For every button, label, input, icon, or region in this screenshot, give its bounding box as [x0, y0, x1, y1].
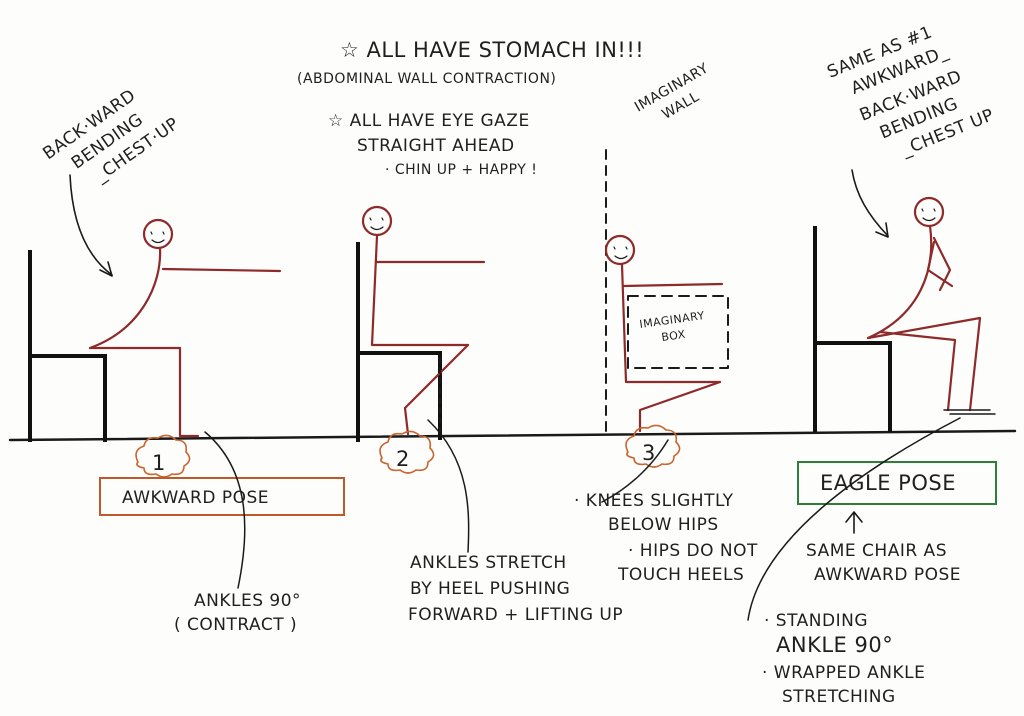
ankles-stretch-line-2: BY HEEL PUSHING: [410, 579, 570, 599]
ankles-90-line-2: ( CONTRACT ): [174, 615, 297, 635]
knees-line-3: · HIPS DO NOT: [628, 541, 758, 561]
ankles-stretch-line-3: FORWARD + LIFTING UP: [408, 605, 623, 625]
right-note-arrow: [851, 169, 889, 237]
figure-1: [88, 218, 282, 438]
backward-bending-note: BACK·WARD BENDING _CHEST·UP: [39, 86, 183, 187]
awkward-pose-box: [99, 477, 345, 516]
cloud-shape: [625, 424, 681, 468]
header-line-2: (ABDOMINAL WALL CONTRACTION): [297, 71, 556, 87]
chair-2: [356, 242, 442, 442]
ankles-90-note: ANKLES 90° ( CONTRACT ): [174, 591, 301, 635]
figure-3: [604, 234, 724, 433]
standing-line-4: STRETCHING: [782, 687, 896, 707]
eagle-pose-box: [797, 461, 997, 505]
pose-number-2-text: 2: [396, 447, 410, 471]
box-label-line-2: BOX: [661, 328, 687, 344]
same-chair-line-2: AWKWARD POSE: [814, 565, 961, 585]
pose-number-3: 3: [625, 424, 681, 468]
knees-line-1: · KNEES SLIGHTLY: [574, 491, 734, 511]
standing-line-1: · STANDING: [764, 611, 868, 631]
header-line-4: STRAIGHT AHEAD: [357, 136, 515, 156]
header-line-1: ☆ ALL HAVE STOMACH IN!!!: [340, 38, 644, 62]
left-note-arrowhead: [99, 261, 113, 277]
ankles-90-line-1: ANKLES 90°: [194, 591, 301, 611]
chair-4: [813, 226, 892, 432]
standing-line-3: · WRAPPED ANKLE: [762, 663, 925, 683]
same-chair-arrow: [845, 511, 863, 534]
awkward-pose-label: AWKWARD POSE: [122, 488, 269, 508]
floor-line: [8, 429, 1017, 442]
figure-2: [361, 205, 486, 439]
chair-1: [28, 250, 107, 442]
knees-line-4: TOUCH HEELS: [617, 565, 744, 585]
cloud-shape: [135, 434, 191, 478]
standing-line-2: ANKLE 90°: [776, 633, 893, 657]
pose-number-1: 1: [135, 434, 191, 478]
same-as-1-note: SAME AS #1 AWKWARD_ BACK·WARD BENDING _C…: [824, 22, 997, 160]
eagle-pose-label: EAGLE POSE: [820, 471, 956, 495]
pose-number-2: 2: [379, 430, 435, 474]
pose-number-1-text: 1: [152, 451, 166, 475]
box-label-line-1: IMAGINARY: [639, 309, 706, 331]
standing-pointer: [747, 417, 961, 621]
header-line-3: ☆ ALL HAVE EYE GAZE: [328, 111, 530, 131]
ankles-stretch-note: ANKLES STRETCH BY HEEL PUSHING FORWARD +…: [408, 553, 623, 625]
pose-number-3-text: 3: [642, 441, 656, 465]
knees-note: · KNEES SLIGHTLY BELOW HIPS · HIPS DO NO…: [574, 491, 758, 585]
standing-note: · STANDING ANKLE 90° · WRAPPED ANKLE STR…: [762, 611, 925, 707]
right-note-arrowhead: [875, 222, 889, 238]
knees-pointer: [601, 439, 669, 503]
imaginary-box: [627, 295, 729, 369]
figure-4: [866, 196, 996, 415]
header-line-5: · CHIN UP + HAPPY !: [385, 162, 537, 178]
same-chair-note: SAME CHAIR AS AWKWARD POSE: [806, 541, 961, 585]
left-note-arrow: [69, 174, 113, 276]
ankles-90-pointer: [204, 431, 246, 589]
same-chair-line-1: SAME CHAIR AS: [806, 541, 947, 561]
ankles-stretch-pointer: [427, 419, 470, 553]
imaginary-box-label: IMAGINARY BOX: [639, 309, 706, 344]
cloud-shape: [379, 430, 435, 474]
ankles-stretch-line-1: ANKLES STRETCH: [410, 553, 567, 573]
imaginary-wall-note: IMAGINARY WALL: [632, 60, 711, 122]
knees-line-2: BELOW HIPS: [608, 515, 719, 535]
